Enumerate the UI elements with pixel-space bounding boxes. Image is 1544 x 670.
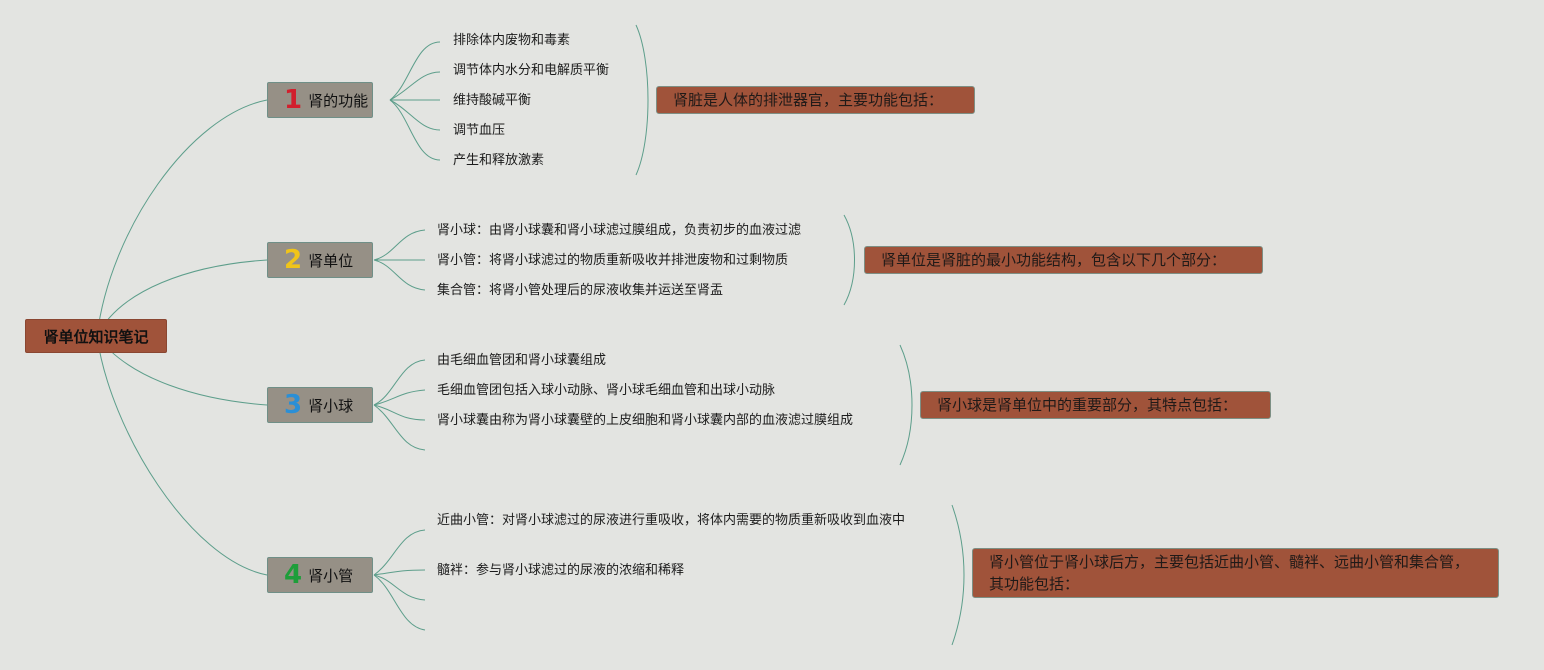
root-label: 肾单位知识笔记 [43,327,149,346]
topic-node-nephron[interactable]: 2 肾单位 [267,242,373,278]
leaf-item[interactable]: 产生和释放激素 [453,153,545,168]
number-1-icon: 1 [284,85,303,115]
number-4-icon: 4 [284,560,303,590]
summary-node[interactable]: 肾小球是肾单位中的重要部分，其特点包括： [920,391,1271,419]
topic-node-glomerulus[interactable]: 3 肾小球 [267,387,373,423]
leaf-item[interactable]: 肾小球：由肾小球囊和肾小球滤过膜组成，负责初步的血液过滤 [437,223,802,238]
leaf-item[interactable]: 维持酸碱平衡 [453,93,532,108]
leaf-item[interactable]: 毛细血管团包括入球小动脉、肾小球毛细血管和出球小动脉 [437,383,776,398]
number-2-icon: 2 [284,245,303,275]
number-3-icon: 3 [284,390,303,420]
topic-node-renal-tubule[interactable]: 4 肾小管 [267,557,373,593]
leaf-item[interactable]: 由毛细血管团和肾小球囊组成 [437,353,607,368]
leaf-item[interactable]: 肾小管：将肾小球滤过的物质重新吸收并排泄废物和过剩物质 [437,253,789,268]
topic-label: 肾的功能 [308,91,369,110]
leaf-item[interactable]: 集合管：将肾小管处理后的尿液收集并运送至肾盂 [437,283,724,298]
topic-label: 肾小球 [308,396,354,415]
root-node[interactable]: 肾单位知识笔记 [25,319,167,353]
topic-label: 肾小管 [308,566,354,585]
topic-node-kidney-function[interactable]: 1 肾的功能 [267,82,373,118]
summary-node[interactable]: 肾脏是人体的排泄器官，主要功能包括： [656,86,975,114]
leaf-item[interactable]: 排除体内废物和毒素 [453,33,571,48]
summary-node[interactable]: 肾小管位于肾小球后方，主要包括近曲小管、髓袢、远曲小管和集合管，其功能包括： [972,548,1499,598]
summary-node[interactable]: 肾单位是肾脏的最小功能结构，包含以下几个部分： [864,246,1263,274]
leaf-item[interactable]: 近曲小管：对肾小球滤过的尿液进行重吸收，将体内需要的物质重新吸收到血液中 [437,513,906,528]
leaf-item[interactable]: 肾小球囊由称为肾小球囊壁的上皮细胞和肾小球囊内部的血液滤过膜组成 [437,413,854,428]
leaf-item[interactable]: 髓袢：参与肾小球滤过的尿液的浓缩和稀释 [437,563,685,578]
leaf-item[interactable]: 调节血压 [453,123,506,138]
topic-label: 肾单位 [308,251,354,270]
leaf-item[interactable]: 调节体内水分和电解质平衡 [453,63,610,78]
